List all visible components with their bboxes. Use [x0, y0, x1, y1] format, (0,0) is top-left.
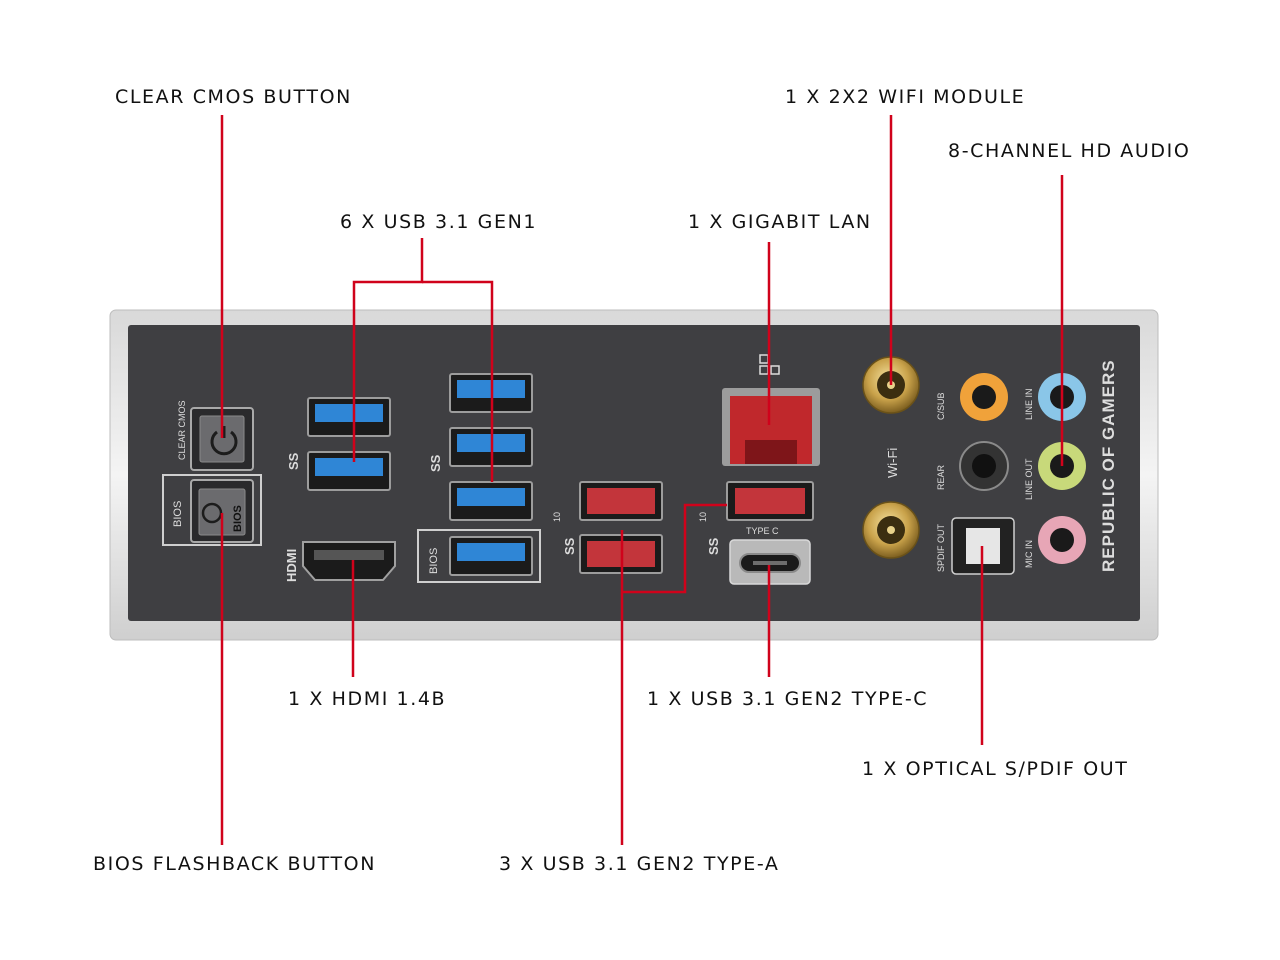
usb-bios-label: BIOS	[428, 548, 440, 574]
leader-usb31-gen1-right	[422, 280, 494, 482]
bios-flashback-button[interactable]: BIOS	[162, 474, 262, 546]
ss10-logo-left: SS	[562, 537, 577, 555]
usb-gen1-port-6[interactable]	[449, 536, 533, 576]
ethernet-port[interactable]	[722, 388, 820, 466]
usb-gen2-port-3[interactable]	[726, 481, 814, 521]
usb-bios-frame	[417, 529, 541, 583]
callout-wifi-module: 1 X 2X2 WIFI MODULE	[785, 86, 1026, 108]
csub-label: C/SUB	[936, 392, 946, 420]
callout-spdif: 1 X OPTICAL S/PDIF OUT	[862, 758, 1129, 780]
wifi-antenna-connector-bottom[interactable]	[862, 501, 920, 559]
callout-gigabit-lan: 1 X GIGABIT LAN	[688, 211, 872, 233]
audio-jack-mic-in[interactable]	[1038, 516, 1086, 564]
usb-gen1-port-1[interactable]	[307, 397, 391, 437]
audio-jack-center-sub[interactable]	[960, 373, 1008, 421]
audio-jack-rear[interactable]	[959, 441, 1009, 491]
clear-cmos-button[interactable]	[190, 407, 254, 471]
clear-cmos-label: CLEAR CMOS	[177, 400, 187, 460]
line-out-label: LINE OUT	[1024, 458, 1034, 500]
callout-hd-audio: 8-CHANNEL HD AUDIO	[948, 140, 1191, 162]
callout-bios-flashback: BIOS FLASHBACK BUTTON	[93, 853, 377, 875]
type-c-label: TYPE C	[746, 526, 779, 536]
rear-label: REAR	[936, 464, 946, 490]
callout-usb31-gen1: 6 X USB 3.1 GEN1	[340, 211, 538, 233]
usb-gen2-port-1[interactable]	[579, 481, 663, 521]
usb-gen1-port-2[interactable]	[307, 451, 391, 491]
hdmi-label: HDMI	[284, 549, 299, 582]
bios-side-label: BIOS	[172, 501, 184, 527]
spdif-out-label: SPDIF OUT	[936, 523, 946, 572]
usb-gen1-port-5[interactable]	[449, 481, 533, 521]
ss-logo-middle: SS	[428, 454, 443, 472]
wifi-label: Wi-Fi	[885, 448, 900, 478]
leader-usb31-gen1-left	[352, 238, 424, 462]
ss10-superscript-right: 10	[698, 512, 708, 522]
ss10-superscript-left: 10	[552, 512, 562, 522]
callout-hdmi: 1 X HDMI 1.4B	[288, 688, 447, 710]
brand-text: REPUBLIC OF GAMERS	[1099, 359, 1118, 572]
line-in-label: LINE IN	[1024, 388, 1034, 420]
ss-logo-left: SS	[286, 452, 301, 470]
leader-usb-type-a-branch	[622, 503, 727, 594]
callout-lines	[220, 115, 1064, 845]
callout-usb-type-a: 3 X USB 3.1 GEN2 TYPE-A	[499, 853, 780, 875]
callout-usb-type-c: 1 X USB 3.1 GEN2 TYPE-C	[647, 688, 929, 710]
mic-in-label: MIC IN	[1024, 540, 1034, 568]
power-icon	[210, 430, 238, 456]
hdmi-port[interactable]	[302, 541, 396, 581]
ss10-logo-right: SS	[706, 537, 721, 555]
svg-text:BIOS: BIOS	[232, 505, 244, 532]
callout-clear-cmos: CLEAR CMOS BUTTON	[115, 86, 352, 108]
